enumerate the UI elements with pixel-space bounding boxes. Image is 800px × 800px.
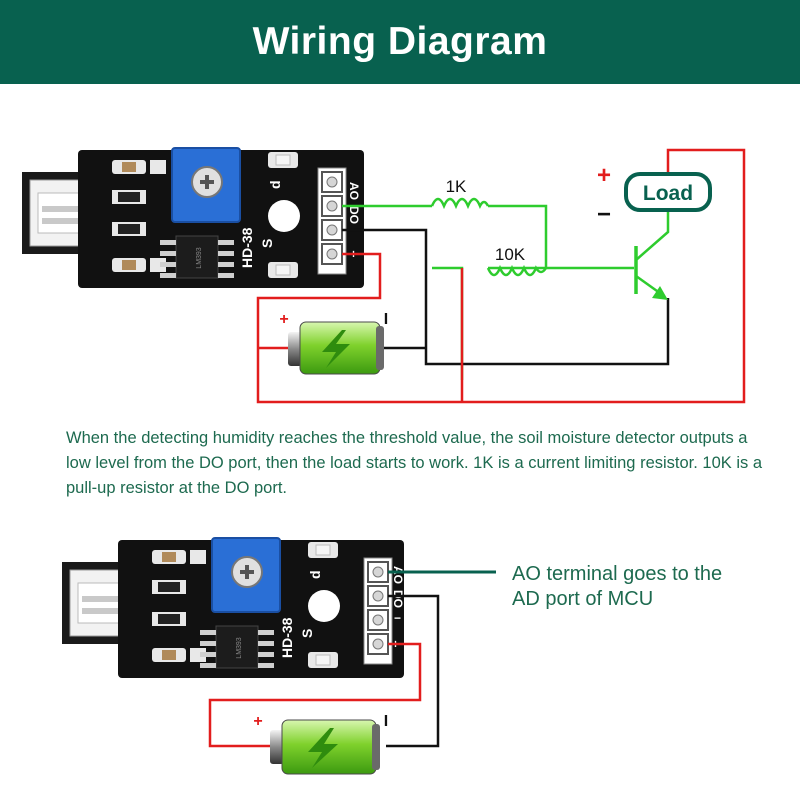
sensor-module-board: LM393 d S HD-38 AO DO − + <box>118 537 405 678</box>
load-plus-sign: + <box>597 162 611 189</box>
wire-gnd-black <box>342 228 670 366</box>
pin-label-ao: AO <box>391 566 405 584</box>
board-model-label: HD-38 <box>239 227 255 268</box>
resistor-10k-icon <box>486 264 548 277</box>
load-box: Load <box>624 172 712 212</box>
board-letter-d: d <box>267 180 283 189</box>
battery-plus-label: + <box>253 713 262 730</box>
battery-icon <box>270 719 380 775</box>
page-title: Wiring Diagram <box>252 20 548 63</box>
sensor-module-board: LM393 d S HD-38 AO DO − + <box>78 147 364 288</box>
comparator-chip <box>215 625 259 669</box>
resistor-1k-icon <box>430 197 490 210</box>
ao-terminal-note: AO terminal goes to the AD port of MCU <box>512 562 772 612</box>
load-label: Load <box>643 182 693 205</box>
board-model-label: HD-38 <box>279 617 295 658</box>
wire-vcc-red <box>256 148 746 404</box>
pin-label-do: DO <box>391 590 405 608</box>
mounting-hole <box>268 200 300 232</box>
comparator-chip <box>175 235 219 279</box>
resistor-1k-label: 1K <box>446 177 467 196</box>
npn-transistor-icon <box>600 210 670 300</box>
wire-gnd-black <box>386 594 440 748</box>
resistor-10k-label: 10K <box>495 245 526 264</box>
board-letter-s: S <box>299 629 315 638</box>
wiring-diagram-1: LM393 d S HD-38 AO DO − + <box>22 147 746 404</box>
ao-note-line-1: AO terminal goes to the <box>512 563 723 585</box>
battery-minus-label: I <box>384 311 388 328</box>
mounting-hole <box>308 590 340 622</box>
pin-label-do: DO <box>347 206 361 224</box>
wiring-diagram-2: LM393 d S HD-38 AO DO − + + <box>62 537 496 775</box>
title-banner: Wiring Diagram <box>0 0 800 84</box>
wire-vcc-red <box>208 642 422 748</box>
chip-label: LM393 <box>196 247 203 269</box>
wire-do-green <box>342 204 600 270</box>
board-letter-d: d <box>307 570 323 579</box>
load-minus-sign: − <box>597 201 611 228</box>
pin-label-gnd: − <box>394 611 401 625</box>
circuit-description: When the detecting humidity reaches the … <box>66 429 763 497</box>
board-letter-s: S <box>259 239 275 248</box>
chip-label: LM393 <box>236 637 243 659</box>
battery-minus-label: I <box>384 713 388 730</box>
ao-note-line-2: AD port of MCU <box>512 588 654 610</box>
battery-icon <box>288 321 384 375</box>
battery-plus-label: + <box>279 311 288 328</box>
pin-label-ao: AO <box>347 182 361 200</box>
